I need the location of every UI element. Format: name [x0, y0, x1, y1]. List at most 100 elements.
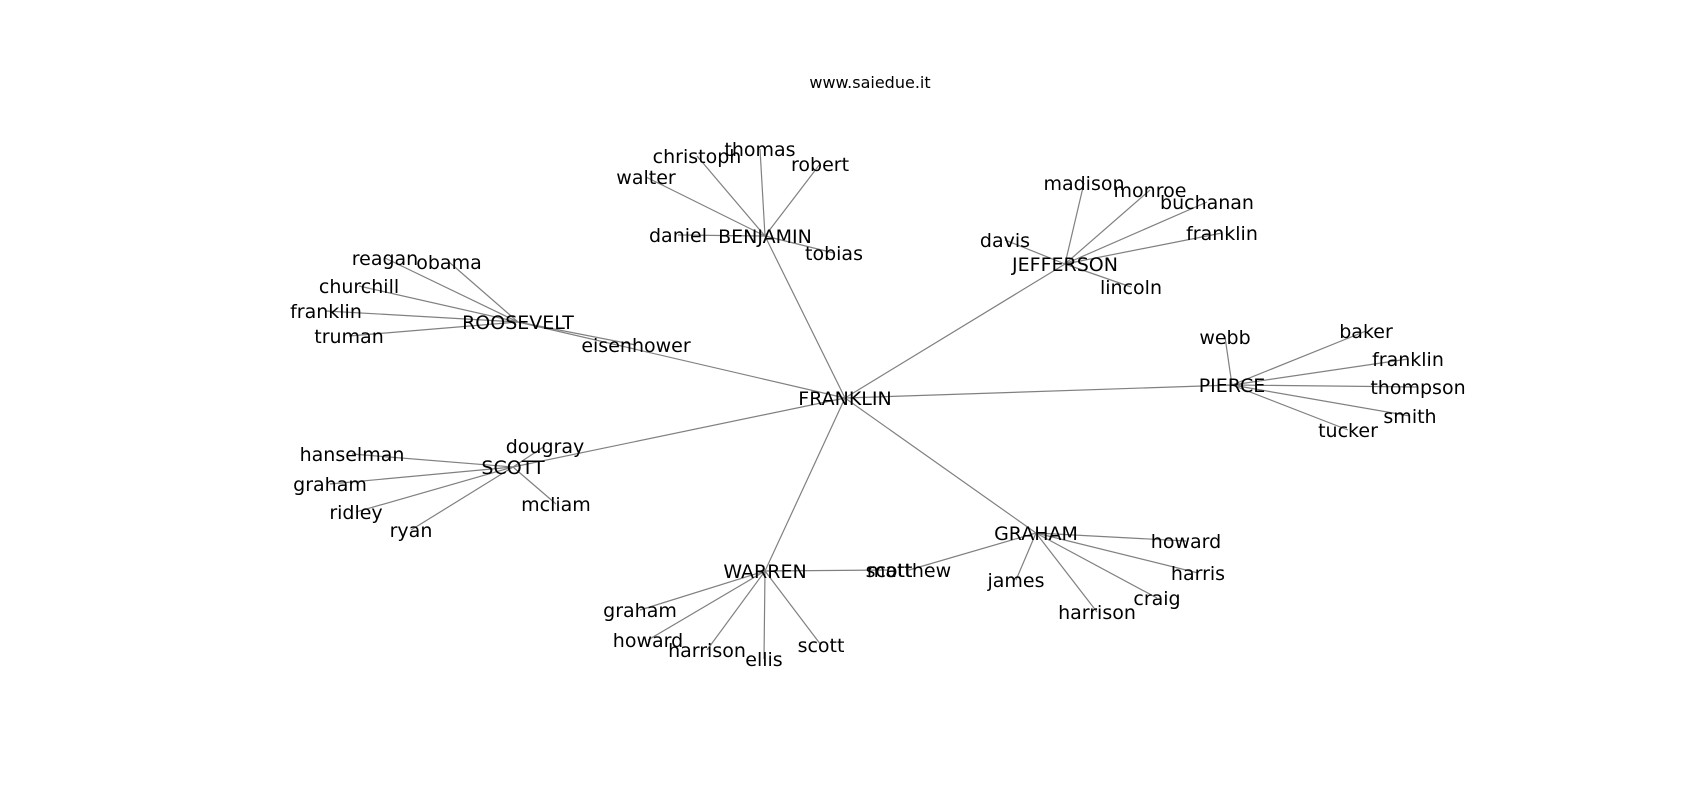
- leaf-node-roosevelt-reagan: reagan: [352, 248, 418, 270]
- leaf-node-roosevelt-churchill: churchill: [319, 276, 399, 298]
- edge-scott-dougray: [512, 445, 546, 468]
- edge-graham-matthew: [908, 532, 1037, 571]
- edge-warren-harrison: [706, 570, 766, 651]
- edge-jefferson-lincoln: [1064, 263, 1132, 288]
- edge-graham-craig: [1035, 532, 1158, 599]
- edge-pierce-smith: [1231, 384, 1411, 417]
- edge-root-benjamin: [764, 235, 846, 399]
- leaf-node-jefferson-madison: madison: [1043, 173, 1124, 195]
- edge-roosevelt-truman: [348, 321, 519, 337]
- leaf-node-warren-ellis: ellis: [745, 649, 782, 671]
- edge-jefferson-davis: [1004, 239, 1066, 265]
- leaf-node-warren-graham: graham: [603, 600, 677, 622]
- edge-warren-scott: [764, 569, 890, 572]
- edge-pierce-thompson: [1231, 384, 1419, 388]
- leaf-node-graham-harris: harris: [1171, 563, 1225, 585]
- leaf-node-benjamin-daniel: daniel: [649, 225, 707, 247]
- edge-warren-ellis: [763, 570, 766, 660]
- edge-roosevelt-eisenhower: [517, 321, 637, 346]
- edge-root-graham: [844, 397, 1037, 534]
- edge-scott-ryan: [410, 466, 514, 531]
- leaf-node-jefferson-davis: davis: [980, 230, 1030, 252]
- leaf-node-pierce-tucker: tucker: [1318, 420, 1378, 442]
- leaf-node-jefferson-franklin: franklin: [1186, 223, 1258, 245]
- hub-node-jefferson: JEFFERSON: [1011, 254, 1118, 276]
- edge-roosevelt-obama: [448, 261, 519, 323]
- edge-root-roosevelt: [517, 321, 846, 399]
- leaf-node-roosevelt-truman: truman: [314, 326, 384, 348]
- leaf-node-warren-howard: howard: [613, 630, 683, 652]
- edge-benjamin-walter: [645, 176, 766, 237]
- edge-warren-scott: [764, 570, 822, 646]
- hub-node-graham: GRAHAM: [994, 523, 1078, 545]
- leaf-node-benjamin-robert: robert: [791, 154, 849, 176]
- leaf-node-pierce-smith: smith: [1383, 406, 1436, 428]
- leaf-node-jefferson-buchanan: buchanan: [1160, 192, 1254, 214]
- edge-jefferson-franklin: [1064, 232, 1223, 265]
- leaf-node-warren-scott: scott: [866, 560, 913, 582]
- hub-node-warren: WARREN: [723, 561, 806, 583]
- edge-scott-ridley: [355, 466, 514, 513]
- leaf-node-benjamin-tobias: tobias: [805, 243, 863, 265]
- hub-node-scott: SCOTT: [481, 457, 545, 479]
- edge-pierce-tucker: [1231, 384, 1349, 431]
- leaf-node-roosevelt-eisenhower: eisenhower: [581, 335, 690, 357]
- leaf-node-roosevelt-franklin: franklin: [290, 301, 362, 323]
- leaf-node-warren-harrison: harrison: [668, 640, 746, 662]
- leaf-node-pierce-thompson: thompson: [1370, 377, 1465, 399]
- leaf-node-graham-james: james: [986, 570, 1044, 592]
- leaf-node-pierce-baker: baker: [1339, 321, 1393, 343]
- edge-root-jefferson: [844, 263, 1066, 399]
- leaf-node-scott-ridley: ridley: [329, 502, 382, 524]
- leaf-node-scott-dougray: dougray: [506, 436, 585, 458]
- edge-jefferson-buchanan: [1064, 201, 1208, 265]
- leaf-node-benjamin-walter: walter: [616, 167, 676, 189]
- page-title: www.saiedue.it: [809, 73, 930, 92]
- leaf-node-pierce-franklin: franklin: [1372, 349, 1444, 371]
- leaf-node-jefferson-lincoln: lincoln: [1100, 277, 1162, 299]
- edges-layer: [325, 148, 1419, 660]
- edge-root-warren: [764, 397, 846, 572]
- leaf-node-jefferson-monroe: monroe: [1114, 180, 1187, 202]
- root-node-label: FRANKLIN: [798, 388, 891, 410]
- edge-warren-graham: [639, 570, 766, 611]
- leaf-node-graham-harrison: harrison: [1058, 602, 1136, 624]
- edge-root-scott: [512, 397, 846, 468]
- hub-node-benjamin: BENJAMIN: [718, 226, 812, 248]
- edge-benjamin-daniel: [677, 234, 766, 237]
- edge-roosevelt-reagan: [384, 257, 519, 323]
- leaf-node-scott-hanselman: hanselman: [300, 444, 405, 466]
- leaf-node-scott-mcliam: mcliam: [521, 494, 591, 516]
- edge-pierce-baker: [1231, 330, 1367, 386]
- hub-node-roosevelt: ROOSEVELT: [462, 312, 574, 334]
- edge-jefferson-madison: [1064, 182, 1085, 265]
- leaf-node-benjamin-thomas: thomas: [724, 139, 795, 161]
- edge-scott-graham: [329, 466, 514, 485]
- leaf-node-roosevelt-obama: obama: [416, 252, 481, 274]
- leaf-node-scott-graham: graham: [293, 474, 367, 496]
- edge-pierce-webb: [1224, 336, 1233, 386]
- edge-roosevelt-franklin: [325, 310, 519, 323]
- leaf-node-warren-scott: scott: [798, 635, 845, 657]
- edge-warren-howard: [647, 570, 766, 641]
- edge-benjamin-tobias: [764, 235, 835, 254]
- leaf-node-graham-craig: craig: [1133, 588, 1180, 610]
- hub-node-pierce: PIERCE: [1199, 375, 1266, 397]
- edge-benjamin-robert: [764, 163, 821, 237]
- leaf-node-pierce-webb: webb: [1199, 327, 1250, 349]
- edge-scott-hanselman: [351, 453, 514, 468]
- edge-benjamin-thomas: [759, 148, 766, 237]
- leaf-node-graham-matthew: matthew: [867, 560, 951, 582]
- edge-jefferson-monroe: [1064, 189, 1151, 265]
- edge-scott-mcliam: [512, 466, 557, 505]
- edge-graham-james: [1015, 532, 1037, 581]
- edge-roosevelt-churchill: [358, 285, 519, 323]
- edge-benjamin-christoph: [696, 155, 766, 237]
- edge-graham-howard: [1035, 532, 1187, 542]
- edge-graham-harris: [1035, 532, 1199, 574]
- leaf-node-benjamin-christoph: christoph: [653, 146, 742, 168]
- edge-graham-harrison: [1035, 532, 1098, 613]
- leaf-node-graham-howard: howard: [1151, 531, 1221, 553]
